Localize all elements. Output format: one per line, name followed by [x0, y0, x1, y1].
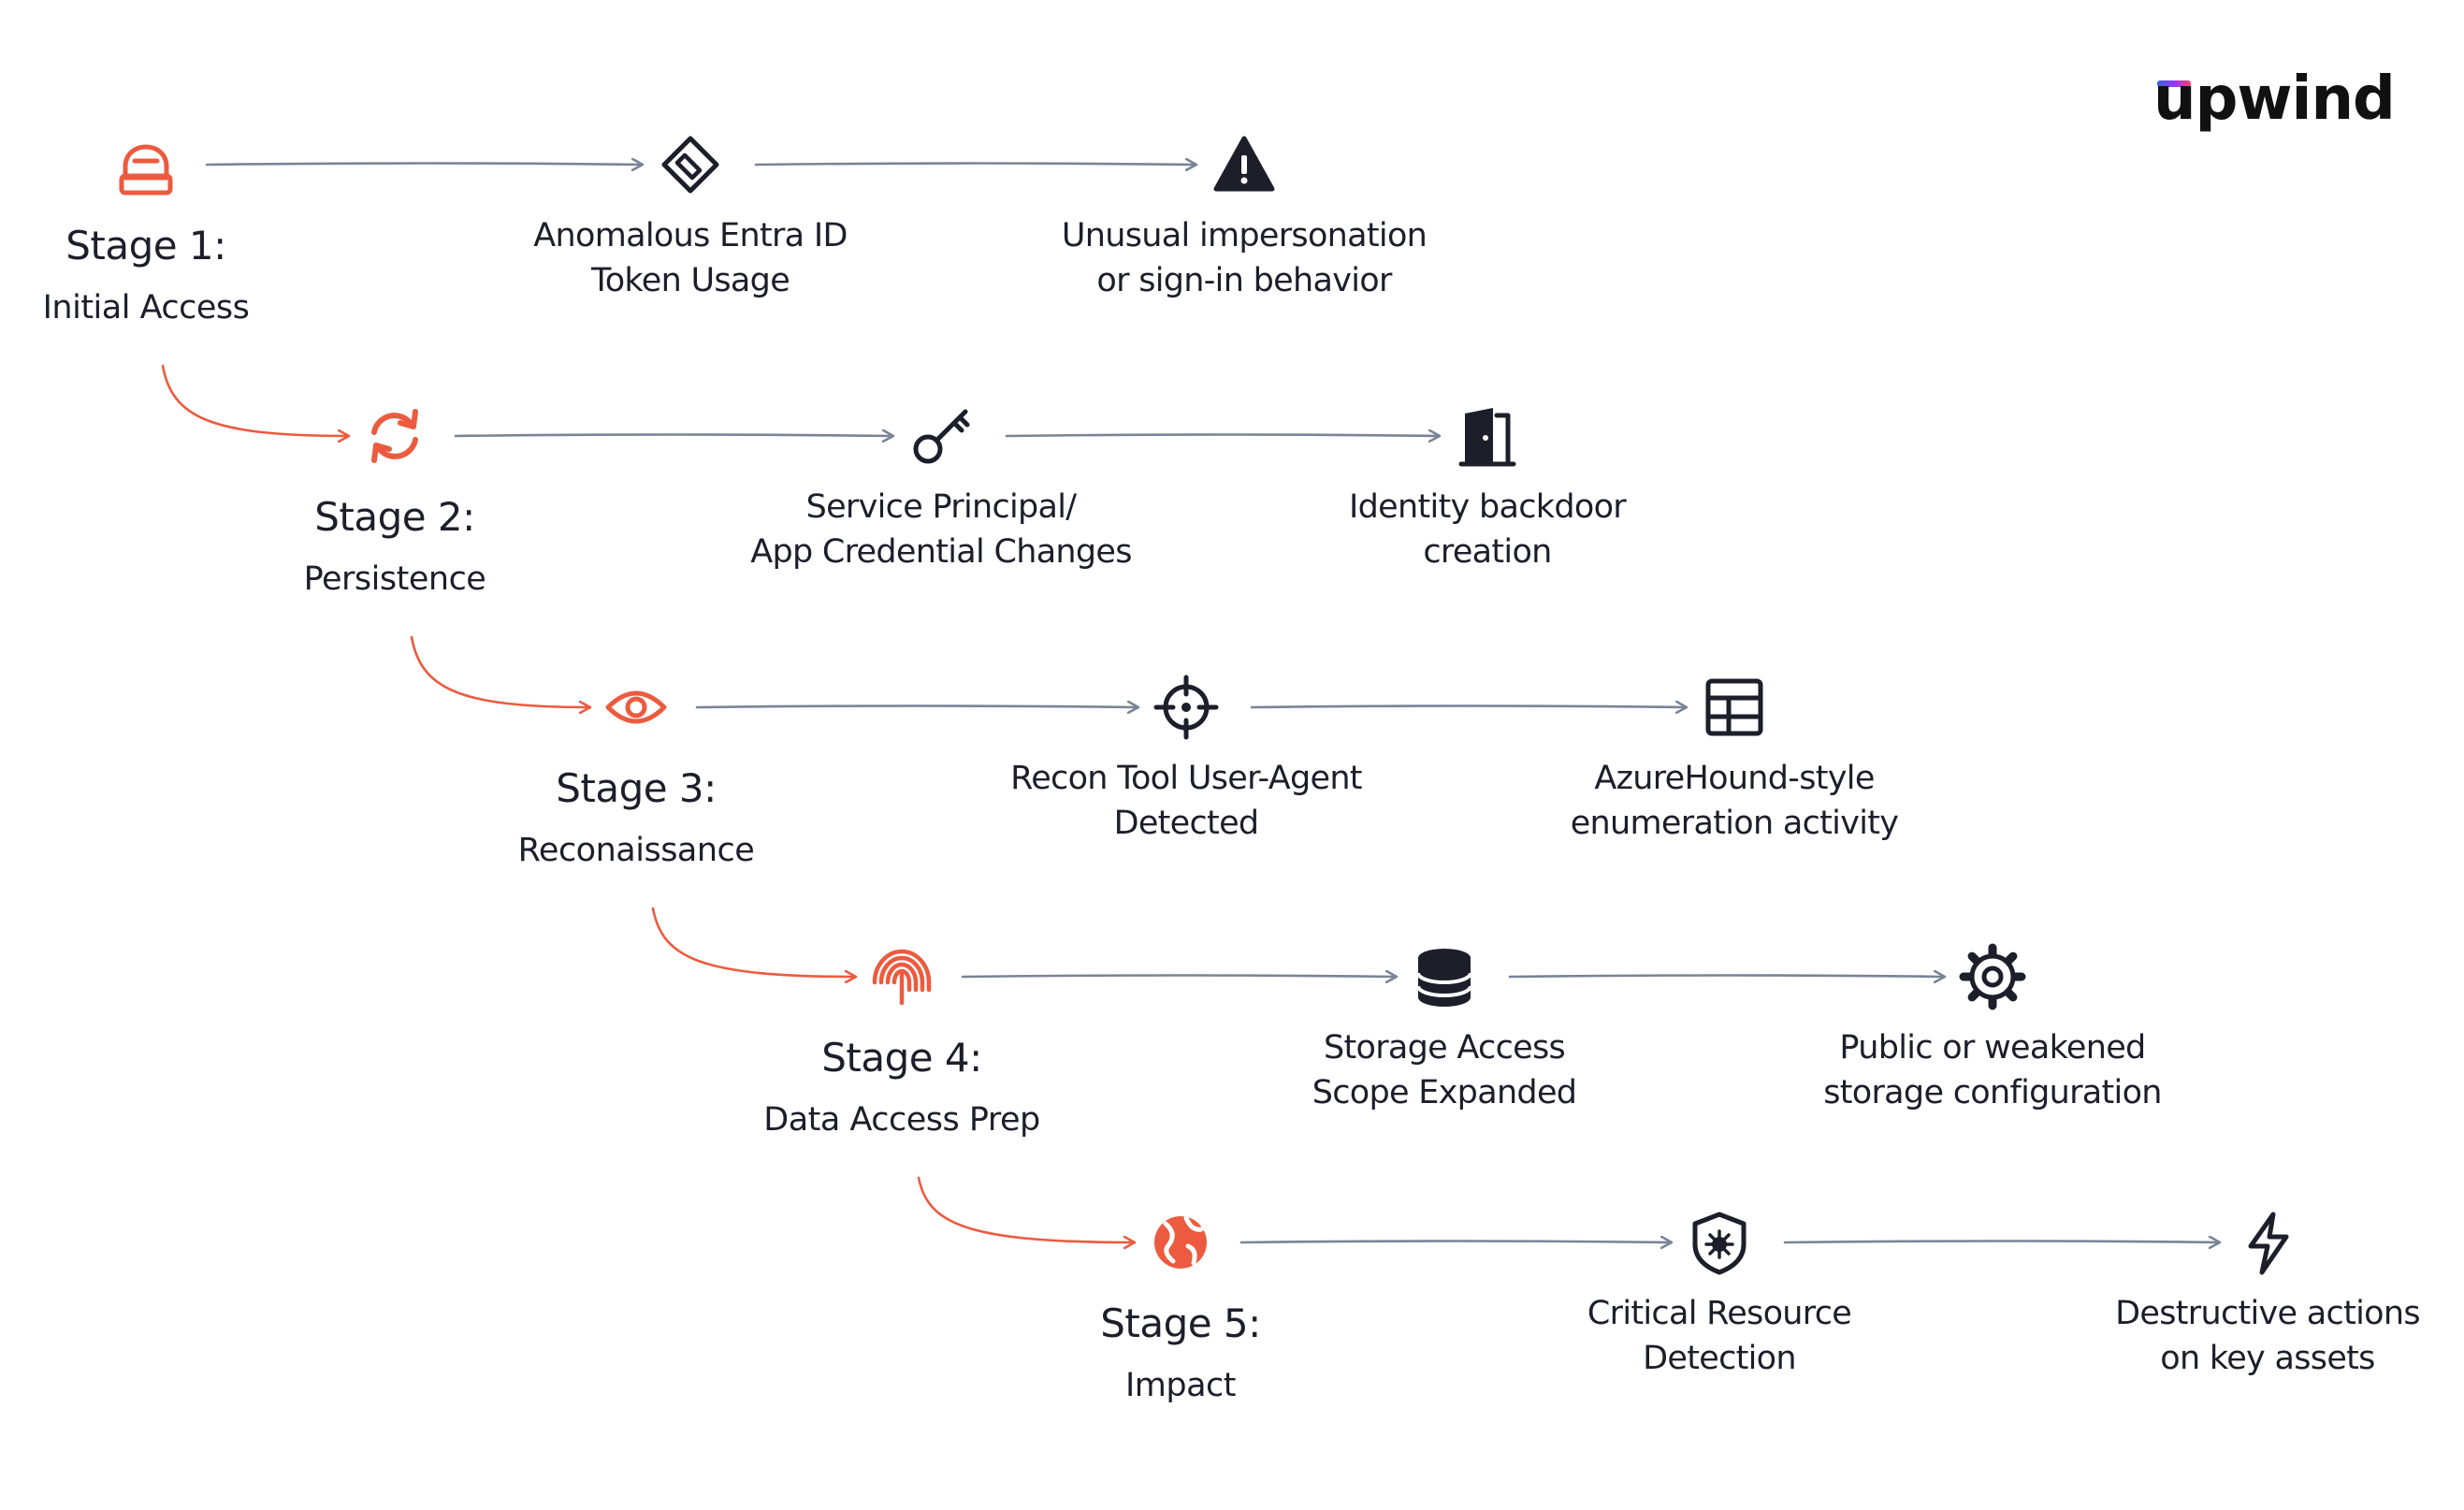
stage-5-step-1-line-1: Critical Resource	[1587, 1295, 1852, 1332]
stage-3-step-2-line-1: AzureHound-style	[1594, 760, 1875, 797]
stage-5-arrow-to-step-1	[1239, 1241, 1671, 1243]
stage-2-arrow-to-step-2	[1005, 435, 1439, 437]
stage-3-arrow-to-step-1	[695, 706, 1138, 708]
stage-4-step-1-line-1: Storage Access	[1323, 1029, 1566, 1067]
stage-2-step-2-line-1: Identity backdoor	[1349, 488, 1627, 526]
stage-4-title: Stage 4:	[821, 1035, 982, 1081]
brand-logo: upwind	[2153, 65, 2396, 134]
stage-5-title: Stage 5:	[1100, 1300, 1261, 1346]
stage-2-subtitle: Persistence	[303, 560, 486, 598]
gear-icon	[1959, 943, 2026, 1010]
stage-3-arrow-to-step-2	[1250, 706, 1686, 708]
stage-1-arrow-to-step-2	[754, 164, 1196, 166]
stage-4-arrow-to-step-2	[1508, 976, 1944, 978]
stage-5-step-2-line-2: on key assets	[2160, 1340, 2375, 1377]
stage-1-to-stage-2-arrow	[161, 364, 348, 436]
stage-4-step-2-line-2: storage configuration	[1823, 1074, 2162, 1111]
stage-5-step-2-line-1: Destructive actions	[2115, 1295, 2420, 1332]
stage-1-subtitle: Initial Access	[42, 289, 250, 327]
stage-4-subtitle: Data Access Prep	[763, 1101, 1040, 1139]
stage-3-step-1-line-2: Detected	[1113, 805, 1260, 842]
stage-3-subtitle: Reconaissance	[517, 832, 755, 869]
stage-5-arrow-to-step-2	[1783, 1241, 2219, 1243]
stage-4-step-1-line-2: Scope Expanded	[1312, 1074, 1577, 1111]
shield-icon	[1692, 1212, 1747, 1275]
token-icon	[661, 136, 719, 194]
stage-2-step-1-line-2: App Credential Changes	[750, 533, 1132, 571]
stage-3-title: Stage 3:	[556, 765, 717, 811]
stage-3-to-stage-4-arrow	[651, 907, 855, 977]
stage-1-step-2-line-2: or sign-in behavior	[1096, 262, 1392, 299]
logo-accent-bar	[2157, 80, 2191, 87]
stage-2-to-stage-3-arrow	[410, 635, 589, 707]
stage-4-step-2-line-1: Public or weakened	[1839, 1029, 2146, 1067]
stage-4-to-stage-5-arrow	[917, 1176, 1134, 1242]
door-icon	[1458, 408, 1516, 467]
key-icon	[913, 409, 970, 464]
stage-3-step-2-line-2: enumeration activity	[1570, 805, 1899, 842]
database-icon	[1416, 949, 1472, 1007]
stage-1-step-1-line-1: Anomalous Entra ID	[533, 217, 848, 254]
warning-icon	[1213, 136, 1275, 192]
table-icon	[1705, 678, 1763, 736]
fingerprint-icon	[872, 949, 932, 1006]
stage-1-title: Stage 1:	[65, 223, 226, 269]
stage-1-arrow-to-step-1	[205, 164, 642, 166]
stage-2-step-2-line-2: creation	[1423, 533, 1552, 571]
stage-2-title: Stage 2:	[314, 494, 475, 540]
stage-3-step-1-line-1: Recon Tool User-Agent	[1010, 760, 1362, 797]
globe-icon	[1154, 1215, 1207, 1269]
stage-4-arrow-to-step-1	[961, 976, 1396, 978]
stage-2-step-1-line-1: Service Principal/	[805, 488, 1078, 526]
eye-icon	[605, 690, 667, 724]
hacker-icon	[119, 144, 173, 196]
crosshair-icon	[1153, 675, 1219, 740]
stage-5-subtitle: Impact	[1124, 1367, 1237, 1404]
stage-1-step-1-line-2: Token Usage	[590, 262, 790, 299]
refresh-icon	[371, 409, 418, 463]
stage-5-step-1-line-2: Detection	[1643, 1340, 1796, 1377]
lightning-icon	[2248, 1212, 2289, 1275]
stage-1-step-2-line-1: Unusual impersonation	[1061, 217, 1428, 254]
stage-2-arrow-to-step-1	[454, 435, 892, 437]
